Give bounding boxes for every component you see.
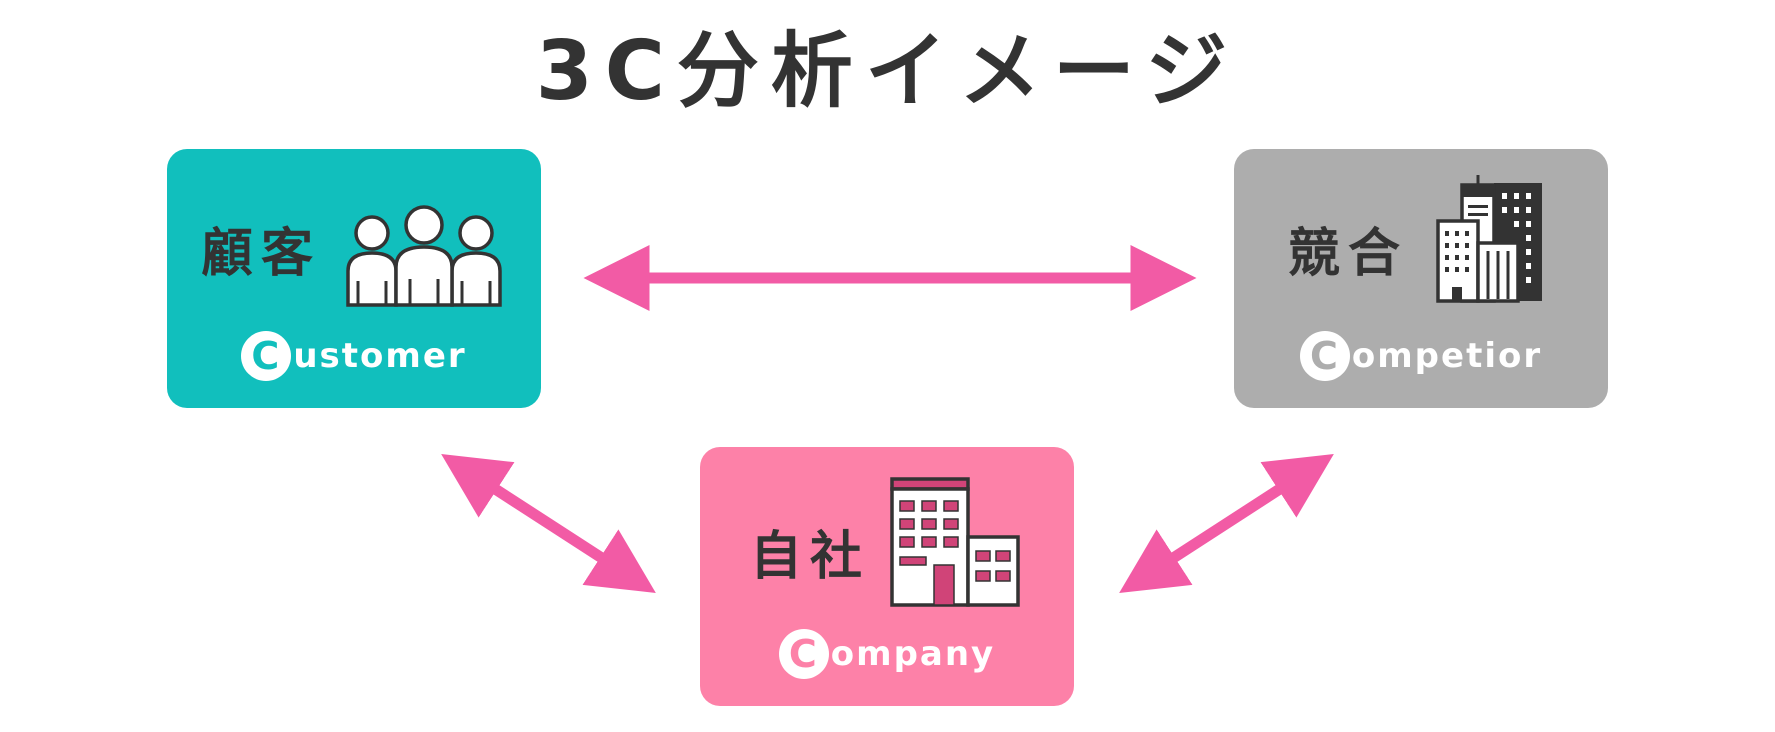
arrow-competitor-company [1119, 454, 1334, 593]
c-initial-badge: C [241, 331, 292, 381]
people-group-icon [346, 205, 502, 307]
c-initial-badge: C [1299, 331, 1350, 381]
arrow-customer-company [441, 454, 656, 593]
competitor-label: 競合 [1288, 224, 1409, 284]
competitor-sub-text: ompetior [1351, 336, 1543, 376]
company-label: 自社 [750, 527, 871, 587]
company-building-icon [890, 477, 1020, 607]
c-initial-badge: C [778, 629, 829, 679]
customer-sub-text: ustomer [293, 336, 467, 376]
diagram-title: 3C分析イメージ [535, 24, 1240, 119]
office-buildings-icon [1436, 175, 1542, 303]
competitor-box: 競合 [1234, 149, 1608, 408]
customer-label: 顧客 [201, 224, 322, 284]
company-sub-text: ompany [830, 634, 996, 674]
